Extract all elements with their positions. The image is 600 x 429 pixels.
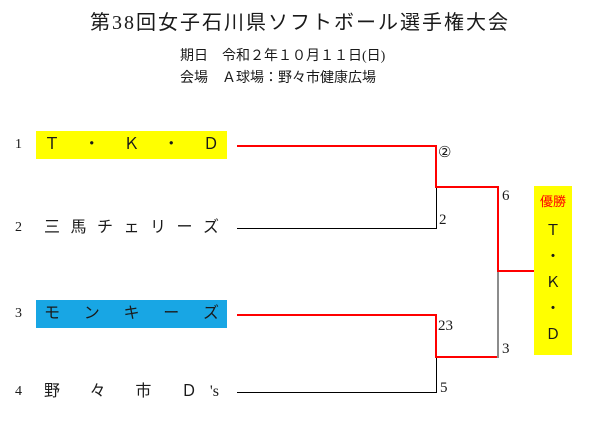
venue-label: 会場 [180, 71, 208, 86]
seed-1: 1 [15, 137, 22, 152]
sf2-winner-vertical [435, 314, 437, 358]
seed-3: 3 [15, 306, 22, 321]
venue-value: Ａ球場：野々市健康広場 [222, 71, 376, 86]
date-label: 期日 [180, 49, 208, 64]
final-bottom-score: 3 [502, 341, 510, 357]
champion-name-char: ・ [545, 301, 561, 317]
date-value: 令和２年１０月１１日(日) [222, 49, 386, 64]
event-venue-row: 会場 Ａ球場：野々市健康広場 [180, 68, 385, 90]
team-2-name: 三 馬 チ ェ リ ー ズ [44, 219, 219, 236]
final-runnerup-vertical [497, 272, 499, 358]
sf1-team2-line [237, 228, 436, 229]
sf1-loser-vertical [436, 188, 437, 229]
sf2-bottom-score: 5 [440, 380, 448, 396]
champion-name-char: ・ [545, 249, 561, 265]
seed-4: 4 [15, 384, 22, 399]
event-date-row: 期日令和２年１０月１１日(日) [180, 46, 385, 68]
team-3-name: モ ン キ ー ズ [36, 300, 227, 328]
final-top-score: 6 [502, 188, 510, 204]
sf1-winner-vertical [435, 145, 437, 188]
sf1-team1-line [237, 145, 437, 147]
team-4-name: 野 々 市 Ｄ's [44, 383, 219, 400]
tournament-title: 第38回女子石川県ソフトボール選手権大会 [90, 12, 510, 34]
champion-label: 優勝 [539, 194, 566, 209]
sf2-loser-vertical [436, 358, 437, 393]
sf1-advance-line [435, 186, 499, 188]
seed-2: 2 [15, 220, 22, 235]
champion-name-char: Ｄ [545, 327, 561, 343]
sf2-advance-line [435, 356, 499, 358]
sf1-bottom-score: 2 [439, 212, 447, 228]
champion-name-char: Ｋ [545, 275, 561, 291]
sf2-team4-line [237, 392, 436, 393]
champion-name-char: Ｔ [545, 223, 561, 239]
team-1-name: Ｔ ・ Ｋ ・ Ｄ [36, 131, 227, 159]
sf1-match-number: ② [438, 145, 452, 161]
sf2-top-score: 23 [438, 318, 453, 334]
event-info: 期日令和２年１０月１１日(日) 会場 Ａ球場：野々市健康広場 [180, 46, 385, 90]
champion-line [497, 270, 534, 272]
champion-box: 優勝 Ｔ ・ Ｋ ・ Ｄ [534, 186, 572, 355]
final-winner-vertical [497, 186, 499, 272]
sf2-team3-line [237, 314, 437, 316]
